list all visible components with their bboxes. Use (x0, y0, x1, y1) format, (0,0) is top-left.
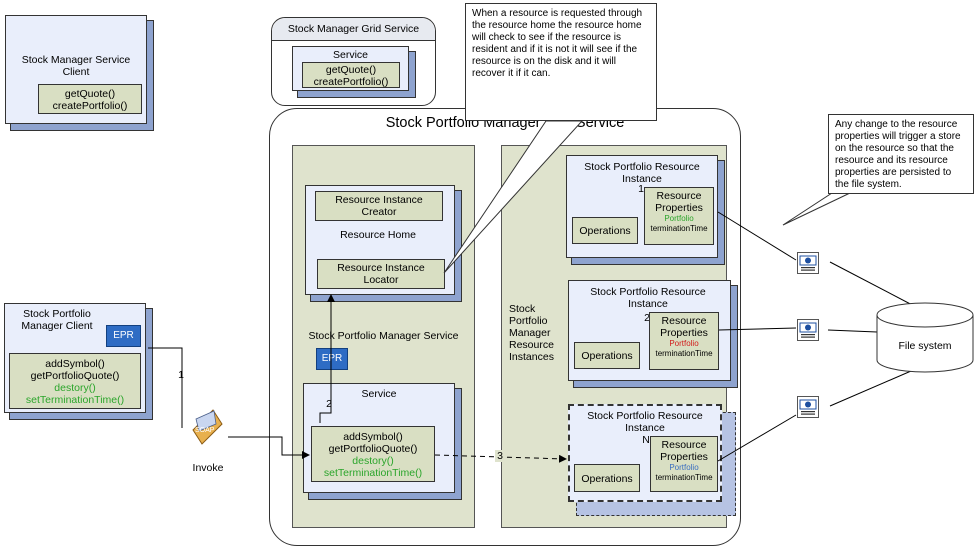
instance-operations: Operations (574, 342, 640, 369)
portfolio-client-ops: addSymbol() getPortfolioQuote() destory(… (9, 353, 141, 409)
client-op: addSymbol() (45, 358, 105, 370)
grid-service-header: Stock Manager Grid Service (272, 18, 435, 41)
termination-time-label: terminationTime (655, 349, 713, 358)
portfolio-service: Service addSymbol() getPortfolioQuote() … (303, 383, 455, 493)
step-3-label: 3 (495, 450, 505, 462)
stock-manager-grid-service: Stock Manager Grid Service Service getQu… (271, 17, 436, 106)
document-icon (797, 252, 819, 274)
eye-icon (799, 255, 817, 271)
client-op: getPortfolioQuote() (30, 370, 120, 382)
small-service-ops: getQuote() createPortfolio() (302, 62, 400, 88)
service-op: addSymbol() (343, 431, 403, 443)
soap-label: SOAP (195, 427, 215, 434)
resource-instance-locator: Resource Instance Locator (317, 259, 445, 289)
callout-store-pointer (782, 192, 851, 226)
service-epr: EPR (316, 348, 348, 370)
small-service-title: Service (332, 49, 368, 61)
instance-title: Stock Portfolio Resource Instance (587, 410, 703, 434)
portfolio-label: Portfolio (664, 214, 694, 223)
client-op: destory() (54, 382, 96, 394)
instance-operations: Operations (572, 217, 638, 244)
instance-index: 1 (638, 183, 644, 195)
resource-home-title: Resource Home (340, 229, 416, 241)
props-label: Resource Properties (655, 190, 703, 214)
service-op: getPortfolioQuote() (328, 443, 418, 455)
portfolio-label: Portfolio (669, 463, 699, 472)
client-title: Stock Manager Service Client (21, 54, 131, 78)
small-service-box: Service getQuote() createPortfolio() (292, 46, 409, 91)
instance-operations: Operations (574, 464, 640, 492)
instance-title: Stock Portfolio Resource Instance (590, 286, 706, 310)
locator-label: Resource Instance Locator (337, 262, 425, 286)
client-op: setTerminationTime() (25, 394, 125, 406)
resource-properties: Resource Properties Portfolio terminatio… (644, 187, 714, 245)
doc-1-to-filesystem (829, 261, 919, 309)
creator-label: Resource Instance Creator (335, 194, 423, 218)
client-epr: EPR (106, 325, 141, 347)
portfolio-client-title: Stock Portfolio Manager Client (21, 308, 93, 332)
resource-instance-2: Stock Portfolio Resource Instance 2 Oper… (568, 280, 731, 381)
instances-label: Stock Portfolio Manager Resource Instanc… (509, 303, 554, 363)
client-ops-box: getQuote() createPortfolio() (38, 84, 142, 114)
client-op: createPortfolio() (52, 100, 128, 112)
props-label: Resource Properties (660, 315, 708, 339)
doc-n-to-filesystem (829, 367, 919, 407)
resource-home: Resource Instance Creator Resource Home … (305, 185, 455, 295)
callout-resource-home: When a resource is requested through the… (465, 3, 657, 121)
service-op: setTerminationTime() (323, 467, 423, 479)
instance-index: N (642, 434, 650, 446)
doc-2-to-filesystem (827, 329, 878, 333)
eye-icon (799, 322, 817, 338)
resource-instance-creator: Resource Instance Creator (315, 191, 443, 221)
service-ops: addSymbol() getPortfolioQuote() destory(… (311, 426, 435, 482)
props-label: Resource Properties (660, 439, 708, 463)
termination-time-label: terminationTime (655, 473, 713, 482)
step-1-label: 1 (178, 369, 184, 381)
small-op: createPortfolio() (313, 76, 389, 88)
invoke-label: Invoke (192, 462, 224, 474)
file-system-cylinder (876, 302, 974, 373)
instance-index: 2 (644, 312, 650, 324)
manager-service-label: Stock Portfolio Manager Service (308, 330, 459, 342)
resource-instance-1: Stock Portfolio Resource Instance 1 Oper… (566, 155, 718, 258)
file-system-label: File system (898, 340, 952, 352)
resource-instance-n: Stock Portfolio Resource Instance N Oper… (568, 404, 736, 516)
stock-manager-service-client: Stock Manager Service Client getQuote() … (5, 15, 147, 124)
client-op: getQuote() (64, 88, 116, 100)
operations-label: Operations (579, 225, 631, 237)
operations-label: Operations (581, 350, 633, 362)
service-title: Service (361, 388, 397, 400)
instance-title: Stock Portfolio Resource Instance (584, 161, 700, 185)
resource-properties: Resource Properties Portfolio terminatio… (650, 436, 718, 492)
resource-properties: Resource Properties Portfolio terminatio… (649, 312, 719, 370)
small-op: getQuote() (325, 64, 377, 76)
document-icon (797, 319, 819, 341)
callout-store: Any change to the resource properties wi… (828, 114, 974, 194)
stock-portfolio-manager-client: Stock Portfolio Manager Client EPR addSy… (4, 303, 146, 413)
portfolio-label: Portfolio (669, 339, 699, 348)
eye-icon (799, 399, 817, 415)
termination-time-label: terminationTime (650, 224, 708, 233)
client-to-invoke-line (148, 347, 183, 428)
instance-n-face: Stock Portfolio Resource Instance N Oper… (568, 404, 722, 502)
operations-label: Operations (581, 473, 633, 485)
document-icon (797, 396, 819, 418)
service-op: destory() (352, 455, 394, 467)
step-2-label: 2 (326, 398, 332, 410)
